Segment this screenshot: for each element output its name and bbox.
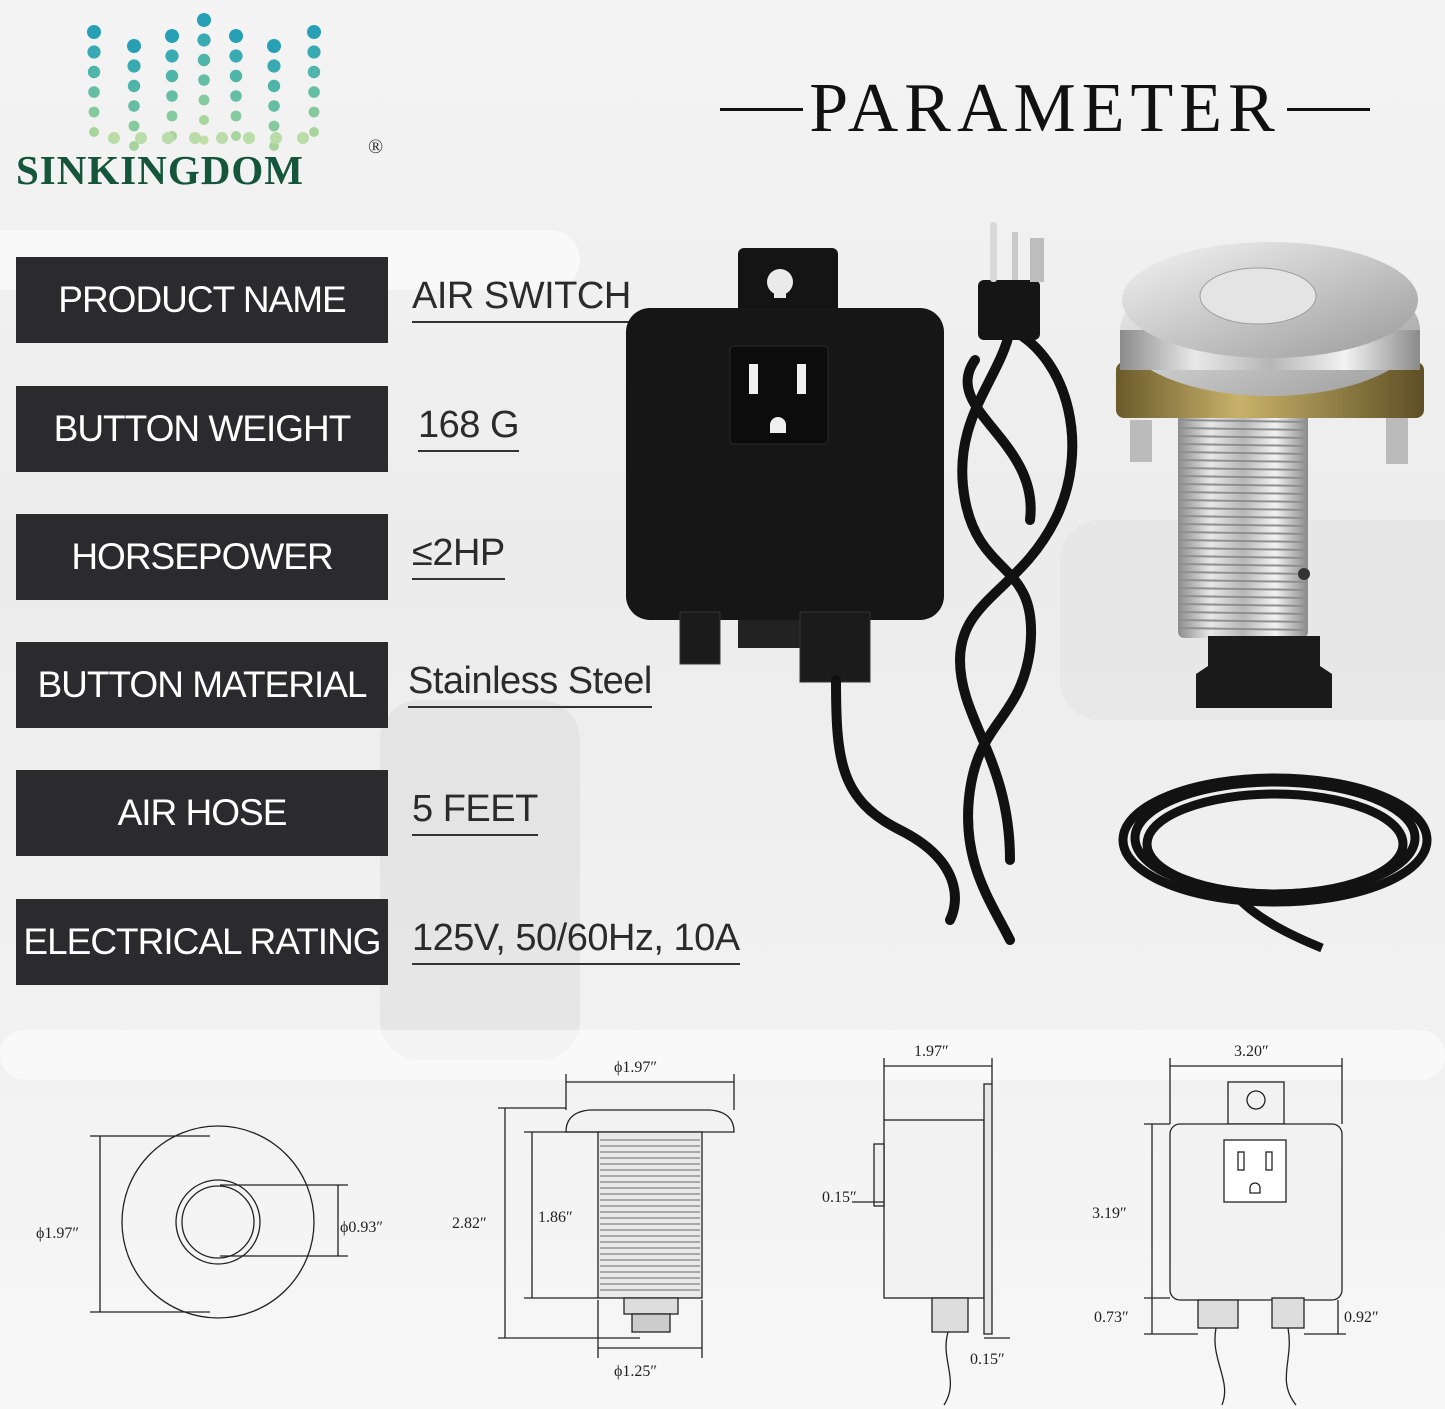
param-value: AIR SWITCH bbox=[412, 271, 631, 323]
dim-box-front-right-bottom: 0.92″ bbox=[1344, 1309, 1379, 1326]
dim-box-front-height: 3.19″ bbox=[1092, 1205, 1127, 1222]
title-rule-left bbox=[720, 107, 804, 111]
dim-button-top-inner: ϕ0.93″ bbox=[340, 1219, 383, 1236]
dim-button-top-outer: ϕ1.97″ bbox=[36, 1225, 79, 1242]
title-rule-right bbox=[1286, 107, 1371, 111]
param-value: ≤2HP bbox=[412, 528, 505, 580]
param-value: Stainless Steel bbox=[408, 656, 652, 708]
brand-name: SINKINGDOM bbox=[16, 147, 304, 193]
param-value: 168 G bbox=[418, 400, 520, 452]
dim-box-front-left-bottom: 0.73″ bbox=[1094, 1309, 1129, 1326]
crown-logo-icon bbox=[87, 13, 321, 151]
registered-mark: ® bbox=[368, 136, 384, 158]
dim-box-side-step: 0.15″ bbox=[822, 1189, 857, 1206]
page-title: PARAMETER bbox=[720, 64, 1371, 154]
param-label: ELECTRICAL RATING bbox=[16, 899, 388, 985]
param-label: HORSEPOWER bbox=[16, 514, 388, 600]
param-label: AIR HOSE bbox=[16, 770, 388, 856]
param-label: BUTTON WEIGHT bbox=[16, 386, 388, 472]
dim-button-side-top: ϕ1.97″ bbox=[614, 1059, 657, 1076]
param-value: 5 FEET bbox=[412, 784, 538, 836]
param-label: BUTTON MATERIAL bbox=[16, 642, 388, 728]
dim-box-side-width: 1.97″ bbox=[914, 1043, 949, 1060]
param-value: 125V, 50/60Hz, 10A bbox=[412, 913, 740, 965]
dim-button-side-thread: 1.86″ bbox=[538, 1209, 573, 1226]
dim-box-side-bottom: 0.15″ bbox=[970, 1351, 1005, 1368]
dim-box-front-width: 3.20″ bbox=[1234, 1043, 1269, 1060]
param-label: PRODUCT NAME bbox=[16, 257, 388, 343]
dim-button-side-height: 2.82″ bbox=[452, 1215, 487, 1232]
title-text: PARAMETER bbox=[809, 70, 1281, 147]
dimension-drawings: ϕ1.97″ ϕ0.93″ ϕ1.97″ 2.82″ 1.86″ ϕ1.25″ … bbox=[36, 1043, 1379, 1406]
dim-button-side-bottom: ϕ1.25″ bbox=[614, 1363, 657, 1380]
